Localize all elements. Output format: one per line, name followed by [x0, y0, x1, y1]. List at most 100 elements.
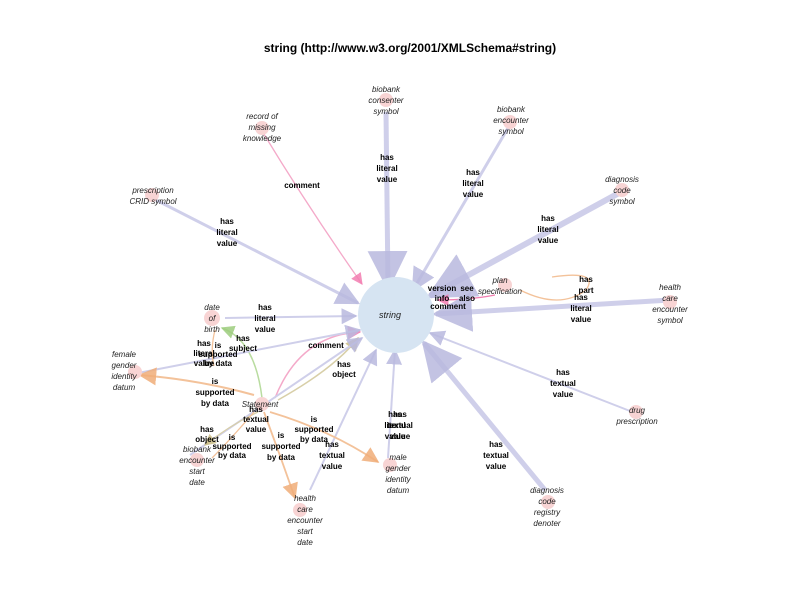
label-line: has: [200, 425, 214, 434]
node-dot-prescription: [145, 188, 159, 202]
label-line: encounter: [179, 456, 215, 465]
node-statement[interactable]: Statement: [242, 400, 279, 409]
hub-circle: [358, 277, 434, 353]
label-line: literal: [376, 164, 397, 173]
label-line: comment: [308, 341, 344, 350]
edge-line-e22: [309, 348, 378, 491]
label-line: object: [332, 370, 356, 379]
label-line: biobank: [183, 445, 212, 454]
node-dot-biobank-start: [190, 453, 204, 467]
label-line: datum: [387, 486, 410, 495]
label-line: has: [337, 360, 351, 369]
label-line: symbol: [373, 107, 399, 116]
edge-line-e10: [432, 291, 671, 332]
label-line: date: [204, 303, 220, 312]
label-line: specification: [478, 287, 523, 296]
label-line: has: [249, 405, 263, 414]
label-line: diagnosis: [605, 175, 639, 184]
label-line: value: [385, 432, 406, 441]
node-dot-male: [383, 458, 397, 472]
edge-line-e5: [151, 196, 361, 305]
label-line: is: [229, 433, 236, 442]
label-line: health: [294, 494, 316, 503]
label-line: textual: [483, 451, 509, 460]
label-line: identity: [385, 475, 411, 484]
label-line: symbol: [657, 316, 683, 325]
edge-line-e4: [425, 190, 621, 299]
node-dot-hc-start: [293, 503, 307, 517]
edge-line-e9: [519, 274, 590, 301]
node-dot-health-care-sym: [663, 295, 677, 309]
label-line: literal: [254, 314, 275, 323]
label-line: by data: [218, 451, 247, 460]
edge-line-e21: [386, 348, 403, 459]
edge-line-e3: [261, 130, 363, 285]
edge-line-e15: [137, 324, 362, 374]
node-plan-spec[interactable]: plan specification: [478, 276, 523, 296]
edge-line-e11: [224, 308, 358, 325]
node-dot-biobank-encounter: [503, 115, 517, 129]
diagram-title: string (http://www.w3.org/2001/XMLSchema…: [264, 41, 556, 55]
edge-line-e2: [411, 127, 510, 293]
label-line: by data: [300, 435, 329, 444]
label-line: literal: [193, 349, 214, 358]
label-line: version: [428, 284, 457, 293]
label-line: object: [195, 435, 219, 444]
label-line: encounter: [287, 516, 323, 525]
hub-node[interactable]: string: [358, 277, 434, 353]
label-line: value: [486, 462, 507, 471]
label-line: health: [659, 283, 681, 292]
edges-layer: [137, 111, 671, 500]
node-dot-plan-spec: [498, 278, 512, 292]
label-line: date: [189, 478, 205, 487]
node-dot-diagnosis-code: [615, 183, 629, 197]
label-line: identity: [111, 372, 137, 381]
label-line: textual: [319, 451, 345, 460]
label-line: literal: [570, 304, 591, 313]
label-line: knowledge: [243, 134, 282, 143]
label-line: denoter: [533, 519, 560, 528]
node-dot-statement: [255, 397, 269, 411]
label-line: subject: [229, 344, 257, 353]
label-line: plan: [491, 276, 508, 285]
label-line: value: [538, 236, 559, 245]
label-line: is: [212, 377, 219, 386]
label-line: value: [553, 390, 574, 399]
node-dot-female: [128, 365, 142, 379]
label-line: CRID symbol: [129, 197, 176, 206]
edge-line-e26: [211, 411, 255, 459]
node-markers: [128, 93, 677, 517]
label-line: supported: [198, 350, 237, 359]
edge-line-e20: [428, 330, 631, 412]
label-line: is: [311, 415, 318, 424]
edge-line-e1: [367, 111, 408, 291]
label-line: supported: [195, 388, 234, 397]
